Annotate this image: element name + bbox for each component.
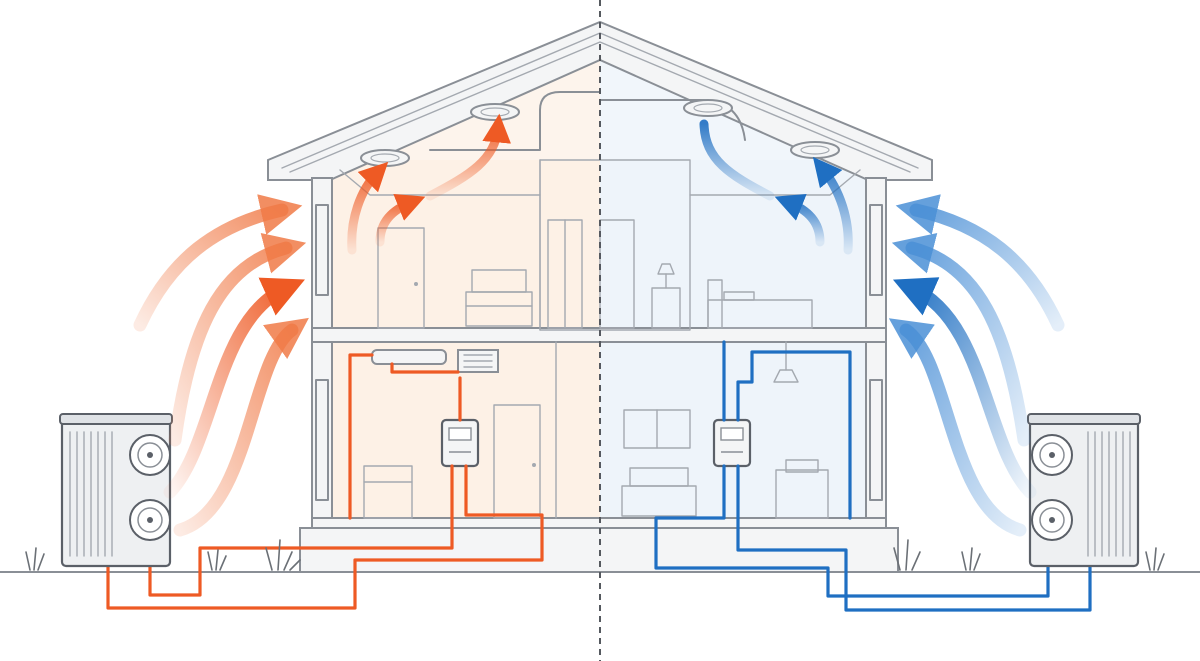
tv-icon [775, 459, 829, 519]
ceiling-diffuser-icon [470, 103, 520, 121]
cabinet-icon [363, 465, 413, 519]
heat-pump-fan-icon [1031, 499, 1073, 541]
ceiling-diffuser-icon [683, 99, 733, 117]
ceiling-diffuser-icon [790, 141, 840, 159]
ceiling-light-icon [773, 341, 799, 383]
indoor-heating-flow [347, 113, 511, 255]
ceiling-diffuser-icon [360, 149, 410, 167]
sofa-icon [621, 467, 697, 517]
indoor-cooling-flow [699, 119, 853, 255]
kitchen-cabinet-icon [623, 409, 691, 449]
door-icon [493, 404, 541, 519]
interior-partitions [539, 159, 691, 519]
indoor-air-handler-right [712, 418, 752, 468]
outdoor-heat-pump-unit-right [1027, 413, 1141, 568]
door-icon [377, 227, 425, 329]
heat-pump-fan-icon [129, 434, 171, 476]
house-cross-section [267, 20, 933, 573]
wardrobe-icon [599, 219, 635, 329]
heat-pump-fan-icon [1031, 434, 1073, 476]
heat-pump-fan-icon [129, 499, 171, 541]
heating-airflow-arrows [133, 194, 309, 537]
windows [315, 204, 883, 501]
lamp-icon [651, 263, 681, 329]
wall-mounted-indoor-unit [371, 349, 499, 373]
indoor-air-handler-left [440, 418, 480, 468]
tall-cabinet-icon [547, 219, 583, 329]
cooling-airflow-arrows [888, 194, 1065, 537]
outdoor-heat-pump-unit-left [59, 413, 173, 568]
grass-icon [25, 539, 1165, 571]
sofa-icon [465, 269, 533, 327]
bed-icon [707, 279, 813, 329]
